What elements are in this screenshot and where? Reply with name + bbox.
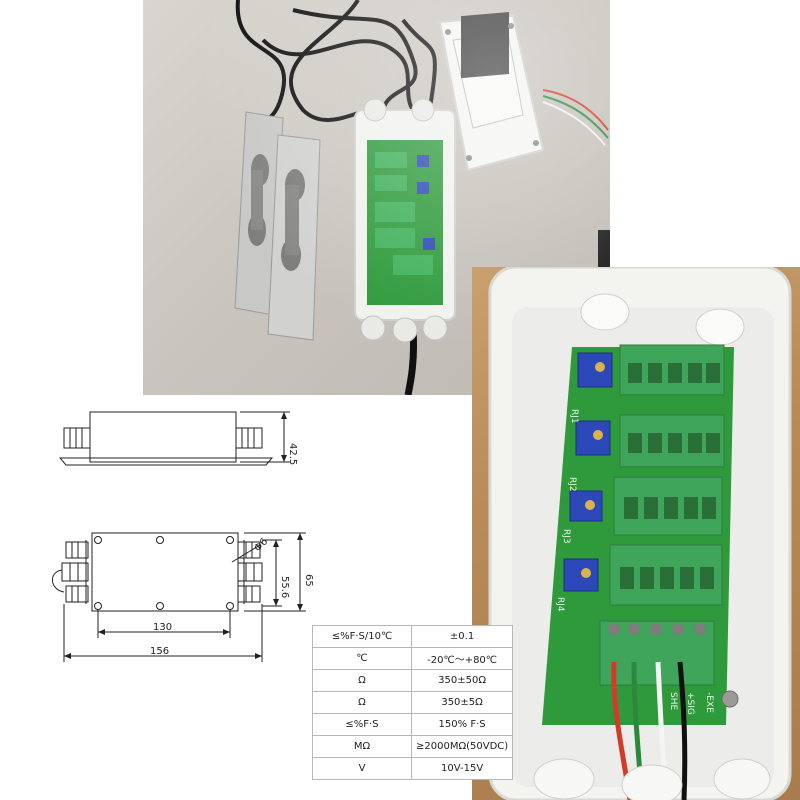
spec-value: 150% F·S xyxy=(410,713,514,736)
trimmer-label-4: RJ4 xyxy=(555,597,565,612)
specification-table: ≤%F·S/10℃ ±0.1 ℃ -20℃～+80℃ Ω 350±50Ω Ω 3… xyxy=(312,625,514,780)
junction-box-top xyxy=(354,98,456,343)
table-row: Ω 350±50Ω xyxy=(312,669,514,692)
table-row: ℃ -20℃～+80℃ xyxy=(312,647,514,670)
spec-unit: ≤%F·S xyxy=(312,713,412,736)
product-photo-top xyxy=(143,0,610,395)
gland-bottom-left xyxy=(533,758,595,800)
product-photo-junction-box: RJ1 RJ2 RJ3 RJ4 -EXE +SIG SHE xyxy=(472,267,800,800)
load-cell-1 xyxy=(234,111,284,316)
dim-42-5-label: 42.5 xyxy=(287,443,298,465)
spec-unit: ≤%F·S/10℃ xyxy=(312,625,412,648)
screw-post-left xyxy=(580,293,630,331)
spec-value: 350±5Ω xyxy=(410,691,514,714)
photo-top-illustration xyxy=(234,0,610,395)
dim-hole-label: Φ6 xyxy=(252,536,270,554)
gland-bottom-center xyxy=(621,764,683,800)
table-row: V 10V-15V xyxy=(312,757,514,780)
spec-value: 10V-15V xyxy=(410,757,514,780)
wires-right xyxy=(542,89,609,146)
spec-unit: Ω xyxy=(312,669,412,692)
dim-65-label: 65 xyxy=(303,574,314,587)
junction-box-illustration: RJ1 RJ2 RJ3 RJ4 -EXE +SIG SHE xyxy=(488,267,792,800)
trimmer-potentiometers xyxy=(563,352,613,592)
dark-object xyxy=(598,230,610,270)
dim-156-label: 156 xyxy=(150,646,169,657)
wire-red xyxy=(542,89,609,131)
technical-drawing: 42.5 55.6 65 Φ6 130 156 xyxy=(52,411,314,662)
trimmer-label-1: RJ1 xyxy=(569,409,579,424)
spec-unit: V xyxy=(312,757,412,780)
indicator-module xyxy=(438,11,545,172)
cable-3 xyxy=(292,8,418,131)
spec-value: ±0.1 xyxy=(410,625,514,648)
terminal-label-exe-minus: -EXE xyxy=(704,692,714,713)
table-row: MΩ ≥2000MΩ(50VDC) xyxy=(312,735,514,758)
dim-55-6-label: 55.6 xyxy=(279,576,290,598)
cable-5 xyxy=(401,18,437,121)
load-cell-2 xyxy=(267,134,321,341)
spec-value: 350±50Ω xyxy=(410,669,514,692)
spec-value: -20℃～+80℃ xyxy=(410,647,514,670)
mounting-screw xyxy=(721,690,739,708)
top-view xyxy=(52,532,306,662)
trimmer-label-3: RJ3 xyxy=(561,529,571,544)
wire-white xyxy=(542,101,606,146)
table-row: ≤%F·S/10℃ ±0.1 xyxy=(312,625,514,648)
table-row: ≤%F·S 150% F·S xyxy=(312,713,514,736)
spec-value: ≥2000MΩ(50VDC) xyxy=(410,735,514,758)
spec-unit: MΩ xyxy=(312,735,412,758)
screw-post-right xyxy=(695,308,745,346)
dim-130-label: 130 xyxy=(153,622,172,633)
spec-unit: ℃ xyxy=(312,647,412,670)
terminal-label-she: SHE xyxy=(668,692,678,710)
wire-green xyxy=(542,95,609,139)
table-row: Ω 350±5Ω xyxy=(312,691,514,714)
cable-4 xyxy=(261,38,425,122)
gland-bottom-right xyxy=(713,758,771,800)
side-view xyxy=(58,411,290,466)
spec-unit: Ω xyxy=(312,691,412,714)
terminal-label-sig-plus: +SIG xyxy=(685,692,695,715)
trimmer-label-2: RJ2 xyxy=(567,477,577,492)
